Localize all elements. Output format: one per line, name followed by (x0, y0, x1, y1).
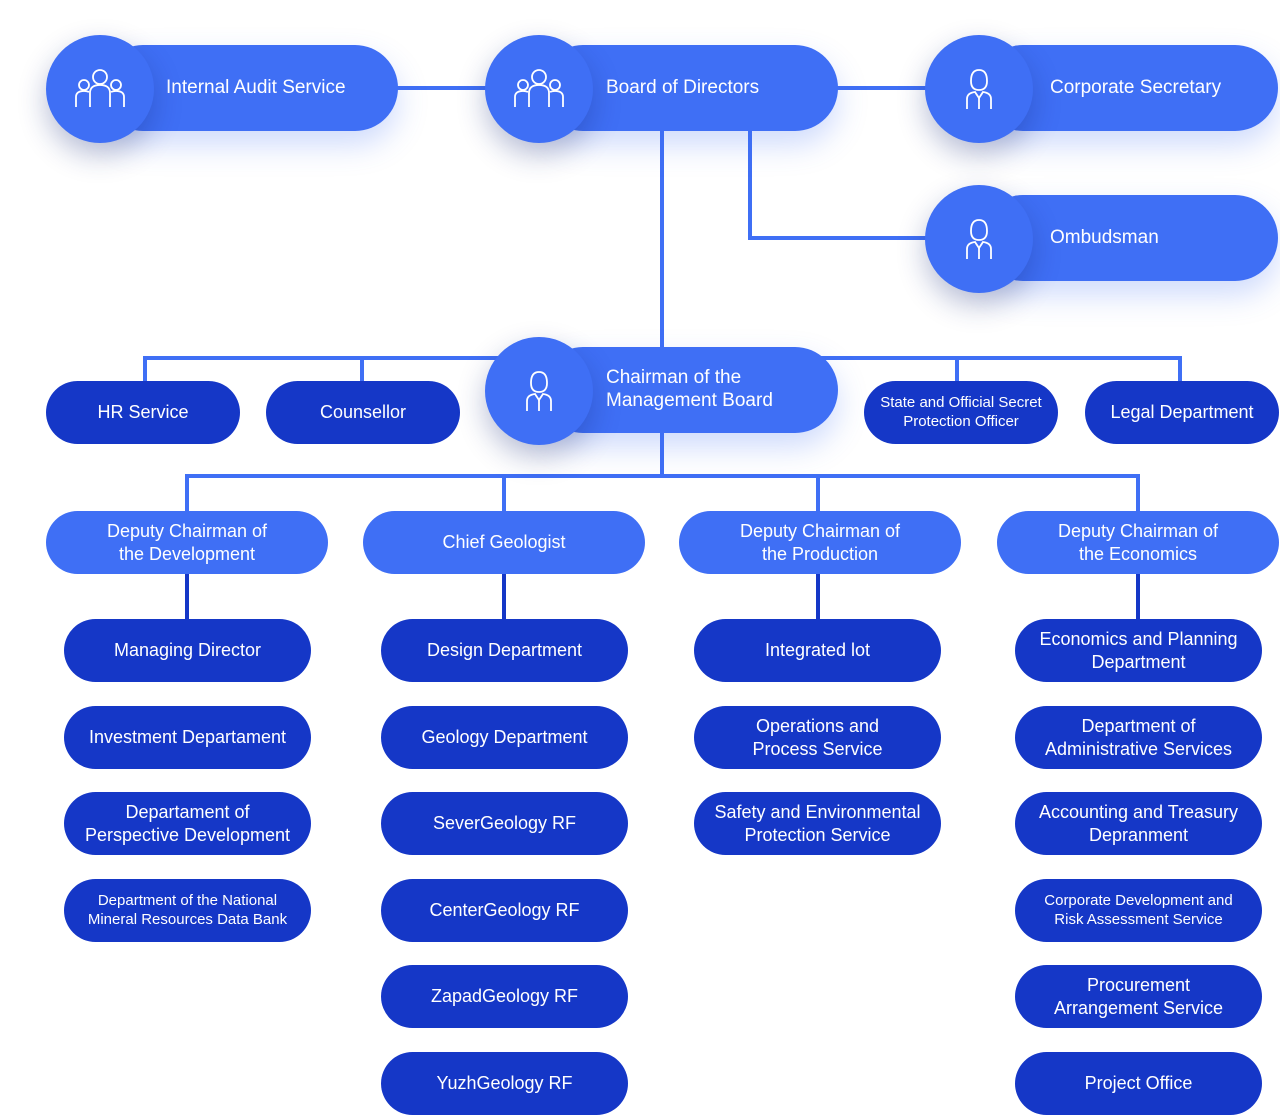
person-icon (526, 371, 552, 411)
dept-label: Project Office (1084, 1073, 1193, 1094)
board-label: Board of Directors (606, 76, 760, 98)
geology-department-node[interactable]: Geology Department (381, 706, 628, 769)
integrated-lot-node[interactable]: Integrated lot (694, 619, 941, 682)
dept-label: Departament of Perspective Development (84, 802, 291, 845)
legal-department-node[interactable]: Legal Department (1085, 381, 1279, 444)
dept-label: ZapadGeology RF (430, 986, 579, 1007)
dept-label: Geology Department (421, 727, 588, 748)
dept-label: Operations and Process Service (752, 716, 883, 759)
internal-audit-circle (46, 35, 154, 143)
yuzhgeology-node[interactable]: YuzhGeology RF (381, 1052, 628, 1115)
secret-officer-label: State and Official Secret Protection Off… (880, 393, 1042, 430)
dept-label: Accounting and Treasury Depranment (1038, 802, 1239, 845)
chairman-label: Chairman of the Management Board (606, 367, 773, 411)
procurement-node[interactable]: Procurement Arrangement Service (1015, 965, 1262, 1028)
board-circle (485, 35, 593, 143)
centergeology-node[interactable]: CenterGeology RF (381, 879, 628, 942)
perspective-development-node[interactable]: Departament of Perspective Development (64, 792, 311, 855)
column-head-label: Deputy Chairman of the Economics (1057, 521, 1219, 564)
dept-label: Procurement Arrangement Service (1053, 975, 1224, 1018)
managing-director-node[interactable]: Managing Director (64, 619, 311, 682)
ombudsman-circle (925, 185, 1033, 293)
deputy-economics-node[interactable]: Deputy Chairman of the Economics (997, 511, 1279, 574)
dept-label: Economics and Planning Department (1039, 629, 1238, 672)
group-icon (75, 69, 125, 107)
person-icon (966, 219, 992, 259)
dept-label: Safety and Environmental Protection Serv… (714, 802, 921, 845)
chairman-circle (485, 337, 593, 445)
dept-label: CenterGeology RF (429, 900, 580, 921)
dept-label: Department of Administrative Services (1044, 716, 1233, 759)
operations-process-node[interactable]: Operations and Process Service (694, 706, 941, 769)
dept-label: YuzhGeology RF (436, 1073, 573, 1094)
dept-label: Corporate Development and Risk Assessmen… (1044, 891, 1233, 928)
corporate-development-risk-node[interactable]: Corporate Development and Risk Assessmen… (1015, 879, 1262, 942)
counsellor-node[interactable]: Counsellor (266, 381, 460, 444)
corporate-secretary-circle (925, 35, 1033, 143)
dept-label: Managing Director (113, 640, 262, 661)
chief-geologist-node[interactable]: Chief Geologist (363, 511, 645, 574)
internal-audit-label: Internal Audit Service (166, 76, 346, 98)
dept-label: Integrated lot (764, 640, 871, 661)
zapadgeology-node[interactable]: ZapadGeology RF (381, 965, 628, 1028)
legal-department-label: Legal Department (1110, 402, 1254, 423)
dept-label: SeverGeology RF (432, 813, 577, 834)
corporate-secretary-label: Corporate Secretary (1050, 76, 1222, 98)
mineral-data-bank-node[interactable]: Department of the National Mineral Resou… (64, 879, 311, 942)
deputy-development-node[interactable]: Deputy Chairman of the Development (46, 511, 328, 574)
person-icon (966, 69, 992, 109)
deputy-production-node[interactable]: Deputy Chairman of the Production (679, 511, 961, 574)
dept-label: Department of the National Mineral Resou… (87, 891, 288, 928)
administrative-services-node[interactable]: Department of Administrative Services (1015, 706, 1262, 769)
hr-service-label: HR Service (97, 402, 189, 423)
severgeology-node[interactable]: SeverGeology RF (381, 792, 628, 855)
design-department-node[interactable]: Design Department (381, 619, 628, 682)
project-office-node[interactable]: Project Office (1015, 1052, 1262, 1115)
secret-officer-node[interactable]: State and Official Secret Protection Off… (864, 381, 1058, 444)
column-head-label: Chief Geologist (442, 532, 566, 553)
counsellor-label: Counsellor (319, 402, 407, 423)
column-head-label: Deputy Chairman of the Development (106, 521, 268, 564)
group-icon (514, 69, 564, 107)
economics-planning-node[interactable]: Economics and Planning Department (1015, 619, 1262, 682)
dept-label: Investment Departament (88, 727, 287, 748)
dept-label: Design Department (426, 640, 583, 661)
column-head-label: Deputy Chairman of the Production (739, 521, 901, 564)
investment-department-node[interactable]: Investment Departament (64, 706, 311, 769)
safety-environmental-node[interactable]: Safety and Environmental Protection Serv… (694, 792, 941, 855)
ombudsman-label: Ombudsman (1050, 226, 1159, 248)
hr-service-node[interactable]: HR Service (46, 381, 240, 444)
accounting-treasury-node[interactable]: Accounting and Treasury Depranment (1015, 792, 1262, 855)
